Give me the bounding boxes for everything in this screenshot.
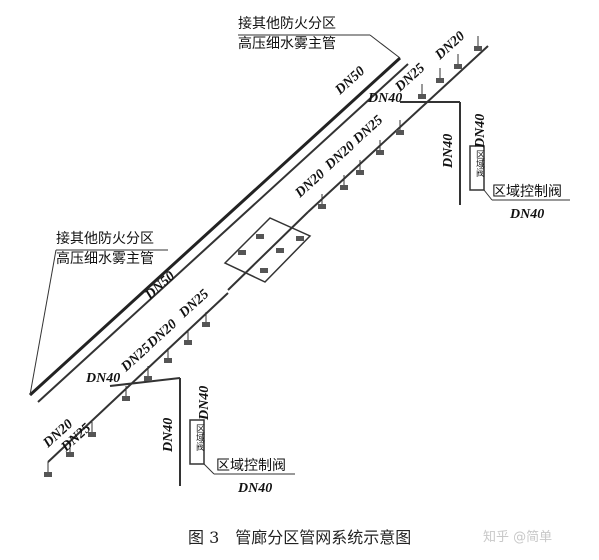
upper-labels: 接其他防火分区 高压细水雾主管 DN50 DN20 DN25 DN20 DN20… bbox=[238, 15, 570, 222]
branch-size-label: DN20 bbox=[432, 29, 468, 64]
valve-size-label: DN40 bbox=[237, 481, 272, 496]
upper-branch-pipe bbox=[307, 45, 489, 213]
mid-connector-box bbox=[223, 211, 312, 291]
spray-nozzle-icon bbox=[396, 120, 404, 135]
nozzles-upper bbox=[318, 36, 482, 209]
spray-nozzle-icon bbox=[340, 175, 348, 190]
riser-size-label: DN40 bbox=[473, 114, 488, 149]
connect-label-line1: 接其他防火分区 bbox=[238, 15, 336, 32]
spray-nozzle-icon bbox=[318, 194, 326, 209]
spray-nozzle-icon bbox=[256, 234, 264, 239]
riser-size-label: DN40 bbox=[161, 418, 176, 453]
spray-nozzle-icon bbox=[164, 348, 172, 363]
spray-nozzle-icon bbox=[44, 462, 52, 477]
main-size-label: DN50 bbox=[142, 269, 178, 304]
branch-size-label: DN25 bbox=[350, 113, 386, 148]
spray-nozzle-icon bbox=[260, 268, 268, 273]
svg-text:区域阀: 区域阀 bbox=[194, 424, 205, 452]
spray-nozzle-icon bbox=[376, 140, 384, 155]
spray-nozzle-icon bbox=[184, 330, 192, 345]
spray-nozzle-icon bbox=[436, 68, 444, 83]
pipe-network-diagram: 区域阀 区域阀 接其他防火分区 高压细水雾主管 DN50 DN20 DN25 D… bbox=[28, 15, 570, 496]
connect-label-line1: 接其他防火分区 bbox=[56, 230, 154, 247]
spray-nozzle-icon bbox=[474, 36, 482, 51]
valve-size-label: DN40 bbox=[509, 207, 544, 222]
spray-nozzle-icon bbox=[418, 84, 426, 99]
header-size-label: DN40 bbox=[367, 91, 402, 106]
spray-nozzle-icon bbox=[276, 248, 284, 253]
branch-size-label: DN20 bbox=[144, 317, 180, 352]
connect-label-line2: 高压细水雾主管 bbox=[238, 35, 336, 52]
zone-valve-cabinet-upper: 区域阀 bbox=[469, 145, 485, 191]
riser-size-label: DN40 bbox=[441, 134, 456, 169]
branch-size-label: DN25 bbox=[176, 287, 212, 322]
spray-nozzle-icon bbox=[238, 250, 246, 255]
spray-nozzle-icon bbox=[66, 442, 74, 457]
zone-valve-cabinet-lower: 区域阀 bbox=[189, 419, 205, 465]
spray-nozzle-icon bbox=[202, 312, 210, 327]
figure-caption: 图 3 管廊分区管网系统示意图 知乎 @简单 bbox=[0, 518, 599, 548]
spray-nozzle-icon bbox=[454, 54, 462, 69]
branch-size-label: DN25 bbox=[118, 341, 154, 376]
connect-label-line2: 高压细水雾主管 bbox=[56, 250, 154, 267]
svg-text:区域阀: 区域阀 bbox=[474, 150, 485, 178]
nozzles-mid bbox=[238, 234, 304, 273]
header-size-label: DN40 bbox=[85, 371, 120, 386]
spray-nozzle-icon bbox=[356, 160, 364, 175]
spray-nozzle-icon bbox=[144, 366, 152, 381]
spray-nozzle-icon bbox=[88, 422, 96, 437]
caption-text: 图 3 管廊分区管网系统示意图 bbox=[188, 528, 412, 547]
valve-label: 区域控制阀 bbox=[492, 184, 562, 200]
valve-label: 区域控制阀 bbox=[216, 458, 286, 474]
lower-branch-pipe bbox=[47, 292, 229, 486]
spray-nozzle-icon bbox=[122, 386, 130, 401]
watermark: 知乎 @简单 bbox=[483, 530, 553, 545]
nozzles-lower bbox=[44, 312, 210, 477]
branch-size-label: DN20 bbox=[322, 139, 358, 174]
main-trunk-pipe bbox=[28, 56, 409, 403]
branch-size-label: DN20 bbox=[292, 167, 328, 202]
spray-nozzle-icon bbox=[296, 236, 304, 241]
riser-size-label: DN40 bbox=[197, 386, 212, 421]
